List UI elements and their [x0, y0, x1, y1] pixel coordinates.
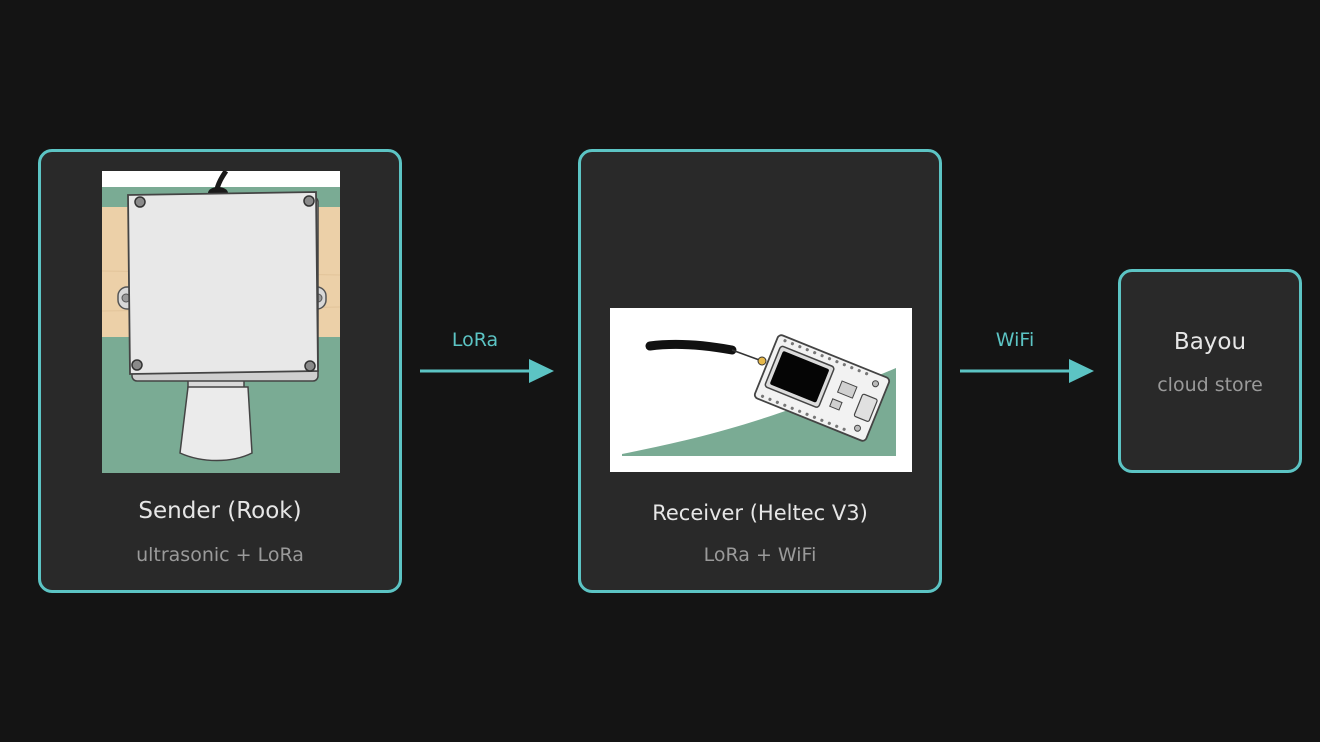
receiver-node: Receiver (Heltec V3) LoRa + WiFi [578, 149, 942, 593]
arrow-right-icon [960, 359, 1094, 383]
sender-title: Sender (Rook) [138, 498, 302, 524]
bayou-subtitle: cloud store [1157, 374, 1263, 396]
bayou-node: Bayou cloud store [1118, 269, 1302, 473]
arrow-right-icon [420, 359, 554, 383]
bayou-title: Bayou [1173, 329, 1247, 355]
sender-subtitle: ultrasonic + LoRa [136, 544, 304, 566]
receiver-subtitle: LoRa + WiFi [703, 544, 817, 566]
wifi-edge-label: WiFi [995, 329, 1035, 351]
wifi-edge: WiFi [959, 325, 1095, 385]
ultrasonic-sensor-illustration [102, 171, 340, 473]
heltec-board-illustration [610, 308, 912, 472]
lora-edge-label: LoRa [451, 329, 499, 351]
receiver-title: Receiver (Heltec V3) [652, 501, 868, 525]
lora-edge: LoRa [419, 325, 555, 385]
sender-node: Sender (Rook) ultrasonic + LoRa [38, 149, 402, 593]
